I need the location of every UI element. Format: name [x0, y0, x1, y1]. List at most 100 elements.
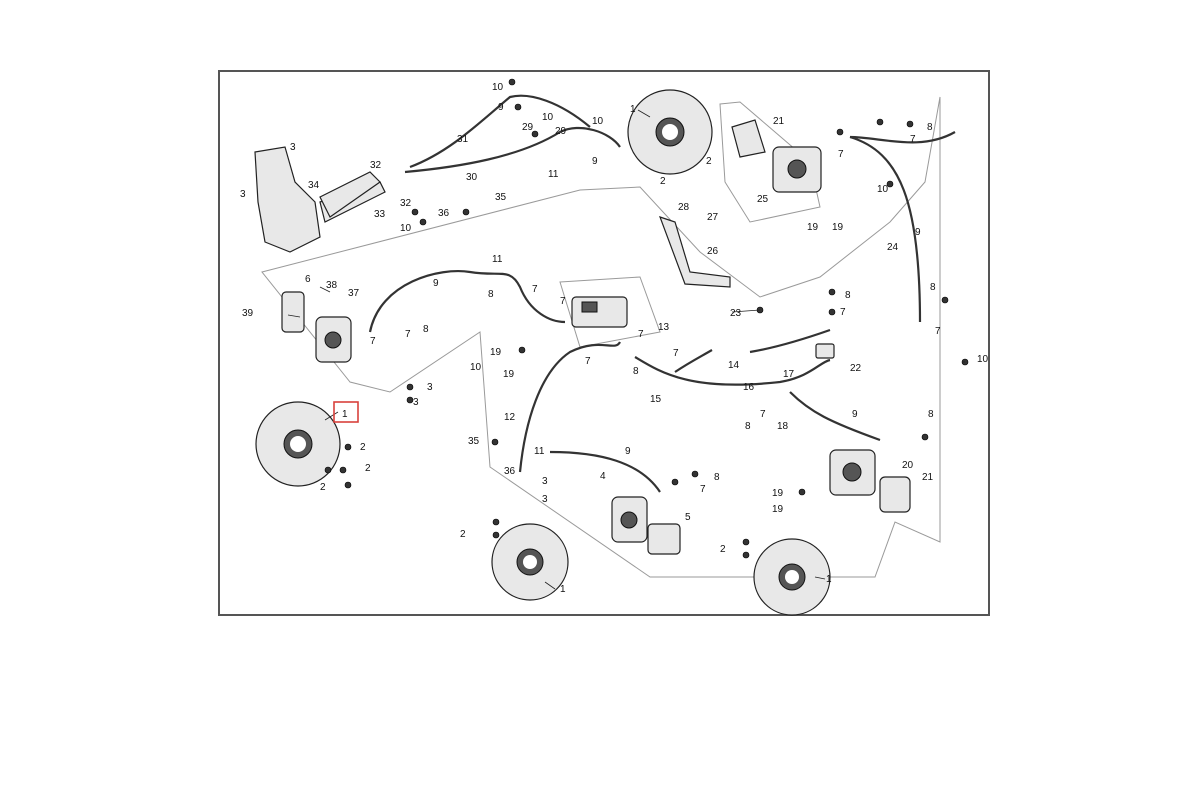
callout-26[interactable]: 26 — [707, 246, 719, 257]
callout-1-front-left[interactable]: 1 — [342, 409, 348, 420]
callout-12[interactable]: 12 — [504, 412, 516, 423]
callout-36[interactable]: 36 — [438, 208, 450, 219]
callout-39[interactable]: 39 — [242, 308, 254, 319]
hose-15 — [634, 356, 831, 386]
callout-28[interactable]: 28 — [678, 202, 690, 213]
callout-3b[interactable]: 3 — [240, 189, 246, 200]
callout-13[interactable]: 13 — [658, 322, 670, 333]
callout-15[interactable]: 15 — [650, 394, 662, 405]
callout-36b[interactable]: 36 — [504, 466, 516, 477]
callout-21b[interactable]: 21 — [773, 116, 785, 127]
callout-10g[interactable]: 10 — [977, 354, 989, 365]
callout-8f[interactable]: 8 — [633, 366, 639, 377]
callout-34[interactable]: 34 — [308, 180, 320, 191]
callout-10b[interactable]: 10 — [542, 112, 554, 123]
callout-23[interactable]: 23 — [730, 308, 742, 319]
callout-6[interactable]: 6 — [305, 274, 311, 285]
callout-1-bottom-right[interactable]: 1 — [826, 574, 832, 585]
callout-19[interactable]: 19 — [807, 222, 819, 233]
callout-9c[interactable]: 9 — [433, 278, 439, 289]
callout-31[interactable]: 31 — [457, 134, 469, 145]
callout-7j[interactable]: 7 — [840, 307, 846, 318]
callout-9f[interactable]: 9 — [625, 446, 631, 457]
callout-7k[interactable]: 7 — [935, 326, 941, 337]
callout-35[interactable]: 35 — [495, 192, 507, 203]
callout-9e[interactable]: 9 — [852, 409, 858, 420]
callout-21[interactable]: 21 — [922, 472, 934, 483]
callout-37[interactable]: 37 — [348, 288, 360, 299]
callout-8g[interactable]: 8 — [745, 421, 751, 432]
callout-1-top[interactable]: 1 — [630, 104, 636, 115]
callout-18[interactable]: 18 — [777, 421, 789, 432]
callout-7i[interactable]: 7 — [585, 356, 591, 367]
callout-32[interactable]: 32 — [370, 160, 382, 171]
callout-19f[interactable]: 19 — [772, 504, 784, 515]
callout-19d[interactable]: 19 — [503, 369, 515, 380]
callout-9b[interactable]: 9 — [592, 156, 598, 167]
callout-11[interactable]: 11 — [548, 169, 559, 180]
callout-8[interactable]: 8 — [927, 122, 933, 133]
callout-11b[interactable]: 11 — [492, 254, 503, 265]
callout-7b[interactable]: 7 — [838, 149, 844, 160]
callout-2b[interactable]: 2 — [660, 176, 666, 187]
callout-10c[interactable]: 10 — [592, 116, 604, 127]
callout-7c[interactable]: 7 — [370, 336, 376, 347]
callout-19c[interactable]: 19 — [490, 347, 502, 358]
group-outline-main — [261, 96, 941, 578]
callout-7[interactable]: 7 — [910, 134, 916, 145]
callout-14[interactable]: 14 — [728, 360, 740, 371]
callout-7e[interactable]: 7 — [532, 284, 538, 295]
callout-2g[interactable]: 2 — [720, 544, 726, 555]
callout-30[interactable]: 30 — [466, 172, 478, 183]
callout-29[interactable]: 29 — [522, 122, 534, 133]
callout-22[interactable]: 22 — [850, 363, 862, 374]
callout-20[interactable]: 20 — [902, 460, 914, 471]
callout-3e[interactable]: 3 — [542, 476, 548, 487]
callout-3c[interactable]: 3 — [427, 382, 433, 393]
callout-8e[interactable]: 8 — [930, 282, 936, 293]
callout-3f[interactable]: 3 — [542, 494, 548, 505]
callout-8d[interactable]: 8 — [845, 290, 851, 301]
callout-7l[interactable]: 7 — [700, 484, 706, 495]
callout-10d[interactable]: 10 — [400, 223, 412, 234]
callout-38[interactable]: 38 — [326, 280, 338, 291]
callout-3d[interactable]: 3 — [413, 397, 419, 408]
callout-8i[interactable]: 8 — [714, 472, 720, 483]
callout-19e[interactable]: 19 — [772, 488, 784, 499]
callout-9[interactable]: 9 — [498, 102, 504, 113]
callout-27[interactable]: 27 — [707, 212, 719, 223]
callout-5[interactable]: 5 — [685, 512, 691, 523]
callout-24[interactable]: 24 — [887, 242, 899, 253]
callout-10f[interactable]: 10 — [470, 362, 482, 373]
callout-2d[interactable]: 2 — [365, 463, 371, 474]
callout-29b[interactable]: 29 — [555, 126, 567, 137]
callout-25[interactable]: 25 — [757, 194, 769, 205]
callout-2f[interactable]: 2 — [460, 529, 466, 540]
junction-block-22 — [815, 343, 835, 359]
callout-7d[interactable]: 7 — [405, 329, 411, 340]
callout-16[interactable]: 16 — [743, 382, 755, 393]
callout-33[interactable]: 33 — [374, 209, 386, 220]
callout-32b[interactable]: 32 — [400, 198, 412, 209]
callout-11c[interactable]: 11 — [534, 446, 545, 457]
callout-8b[interactable]: 8 — [488, 289, 494, 300]
callout-4[interactable]: 4 — [600, 471, 606, 482]
callout-7h[interactable]: 7 — [673, 348, 679, 359]
callout-1-bottom-center[interactable]: 1 — [560, 584, 566, 595]
callout-10e[interactable]: 10 — [877, 184, 889, 195]
callout-2[interactable]: 2 — [706, 156, 712, 167]
highlighted-callout-box — [333, 401, 359, 423]
callout-2e[interactable]: 2 — [320, 482, 326, 493]
callout-35b[interactable]: 35 — [468, 436, 480, 447]
callout-3[interactable]: 3 — [290, 142, 296, 153]
callout-7g[interactable]: 7 — [638, 329, 644, 340]
callout-2c[interactable]: 2 — [360, 442, 366, 453]
callout-17[interactable]: 17 — [783, 369, 795, 380]
callout-10[interactable]: 10 — [492, 82, 504, 93]
callout-8h[interactable]: 8 — [928, 409, 934, 420]
callout-7m[interactable]: 7 — [760, 409, 766, 420]
callout-9d[interactable]: 9 — [915, 227, 921, 238]
callout-19b[interactable]: 19 — [832, 222, 844, 233]
callout-8c[interactable]: 8 — [423, 324, 429, 335]
callout-7f[interactable]: 7 — [560, 296, 566, 307]
